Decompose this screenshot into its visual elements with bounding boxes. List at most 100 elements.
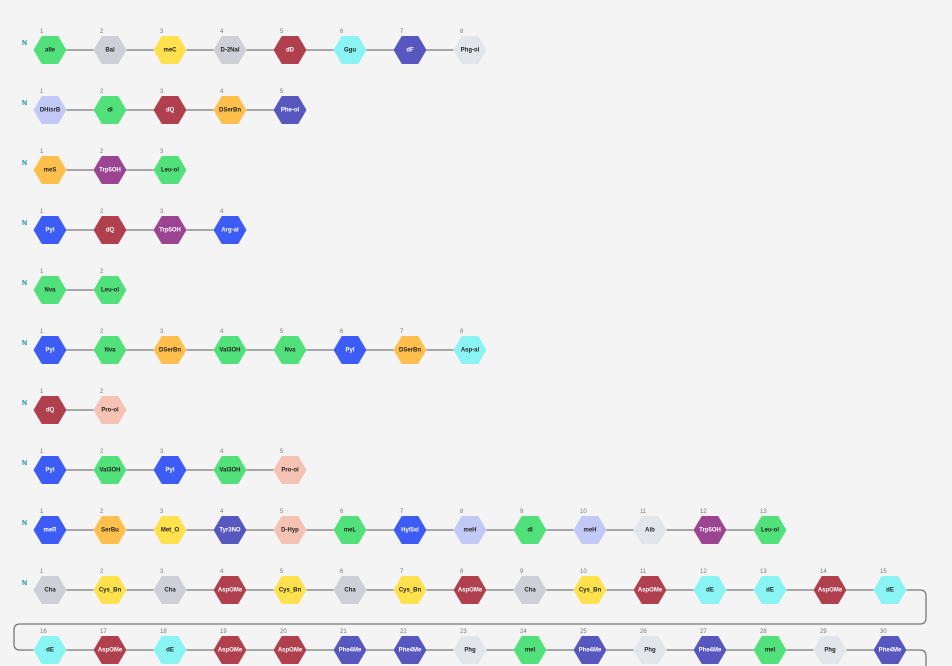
residue-hexagon	[273, 636, 307, 664]
residue-node[interactable]: 5D-Hyp	[273, 509, 307, 544]
residue-label: meH	[583, 528, 596, 534]
residue-hexagon	[453, 636, 487, 664]
residue-node[interactable]: 2dQ	[93, 209, 127, 244]
residue-node[interactable]: 3dQ	[153, 89, 187, 124]
residue-index: 30	[880, 629, 887, 635]
residue-label: Aib	[645, 528, 655, 534]
residue-node[interactable]: 7dF	[393, 29, 427, 64]
residue-index: 27	[700, 629, 707, 635]
residue-hexagon	[873, 636, 907, 664]
residue-index: 5	[280, 329, 284, 335]
residue-node[interactable]: 1dQ	[33, 389, 67, 424]
peptide-chain: N1Pyl2Nva3DSerBn4Val3OH5Nva6Pyl7DSerBn8A…	[22, 329, 487, 364]
residue-node[interactable]: 2dI	[93, 89, 127, 124]
residue-index: 14	[820, 569, 827, 575]
residue-index: 26	[640, 629, 647, 635]
residue-label: Trp5OH	[159, 228, 181, 234]
residue-label: dE	[46, 648, 54, 654]
residue-node[interactable]: 5dD	[273, 29, 307, 64]
residue-hexagon	[513, 576, 547, 604]
residue-node[interactable]: 9dI	[513, 509, 547, 544]
residue-node[interactable]: 4D-2Nal	[213, 29, 247, 64]
residue-label: aIle	[45, 48, 56, 54]
residue-index: 19	[220, 629, 227, 635]
residue-label: dF	[406, 48, 414, 54]
residue-label: AspOMe	[458, 588, 483, 594]
residue-hexagon	[33, 576, 67, 604]
residue-label: Pyl	[45, 468, 54, 474]
